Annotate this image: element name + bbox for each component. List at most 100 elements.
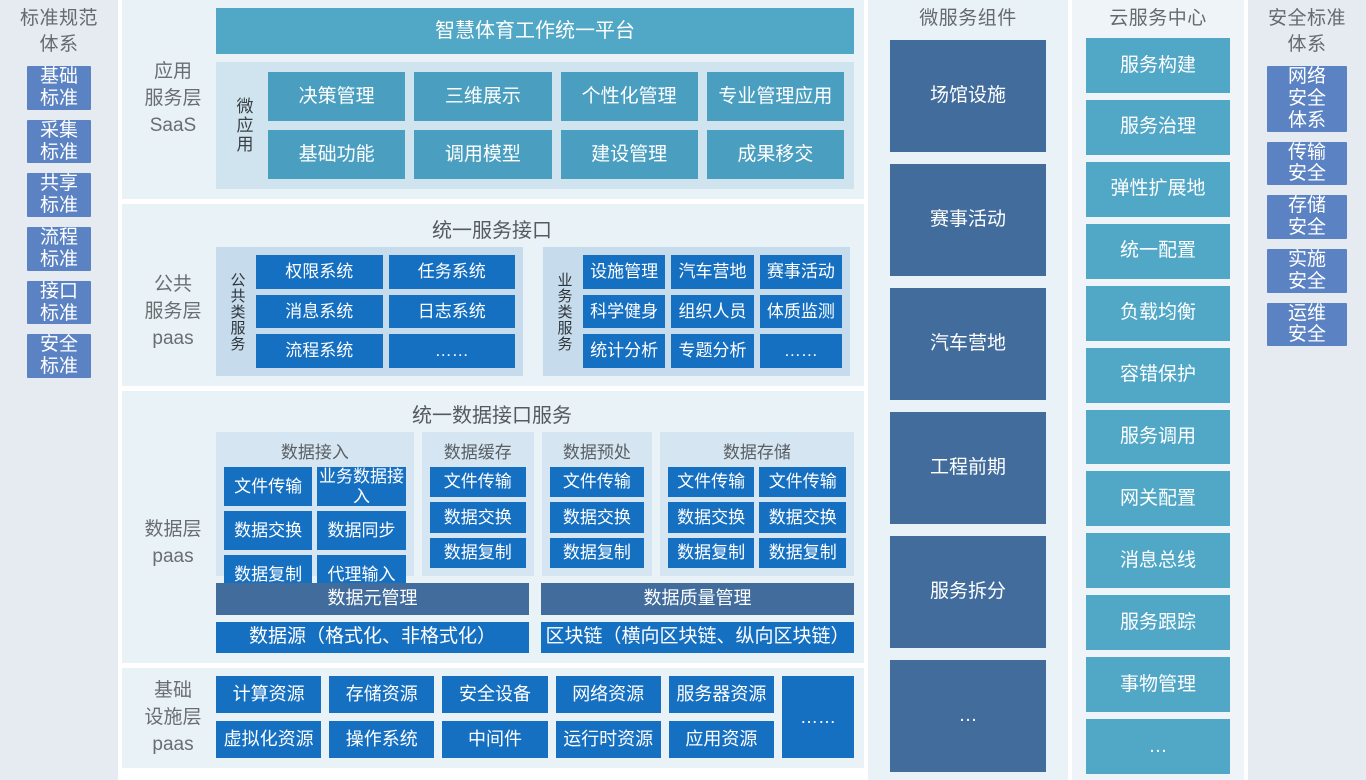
cache-file-transfer[interactable]: 文件传输 bbox=[429, 467, 526, 498]
infra-storage-resource[interactable]: 存储资源 bbox=[329, 676, 435, 713]
security-storage[interactable]: 存储 安全 bbox=[1267, 195, 1347, 239]
sidebar-item-process-standard[interactable]: 流程 标准 bbox=[27, 227, 91, 271]
security-operations[interactable]: 运维 安全 bbox=[1267, 302, 1347, 347]
service-statistical-analysis[interactable]: 统计分析 bbox=[583, 334, 666, 368]
storage-data-replication-1[interactable]: 数据复制 bbox=[667, 537, 755, 568]
infra-network-resource[interactable]: 网络资源 bbox=[555, 676, 661, 713]
service-scientific-fitness[interactable]: 科学健身 bbox=[583, 294, 666, 329]
label-line: 标准 bbox=[39, 248, 78, 270]
label-line: 接口 bbox=[39, 280, 78, 302]
cloud-message-bus[interactable]: 消息总线 bbox=[1086, 533, 1230, 589]
cloud-transaction-management[interactable]: 事物管理 bbox=[1086, 657, 1230, 713]
micro-more[interactable]: … bbox=[890, 660, 1046, 772]
infra-runtime-resource[interactable]: 运行时资源 bbox=[555, 721, 661, 758]
metadata-management[interactable]: 数据元管理 bbox=[216, 583, 529, 615]
cloud-elastic-scaling[interactable]: 弹性扩展地 bbox=[1086, 161, 1230, 217]
label-line: 设施层 bbox=[144, 706, 202, 728]
ingest-business-data[interactable]: 业务数据接入 bbox=[317, 467, 406, 507]
service-business-more[interactable]: …… bbox=[759, 334, 842, 368]
app-construction-management[interactable]: 建设管理 bbox=[560, 130, 698, 179]
cloud-load-balancing[interactable]: 负载均衡 bbox=[1086, 285, 1230, 341]
app-basic-function[interactable]: 基础功能 bbox=[268, 130, 406, 179]
ingest-data-exchange[interactable]: 数据交换 bbox=[224, 511, 313, 551]
business-service-grid: 设施管理 汽车营地 赛事活动 科学健身 组织人员 体质监测 统计分析 专题分析 … bbox=[583, 255, 842, 368]
sidebar-item-sharing-standard[interactable]: 共享 标准 bbox=[27, 173, 91, 218]
service-more[interactable]: …… bbox=[388, 334, 515, 368]
blockchain[interactable]: 区块链（横向区块链、纵向区块链） bbox=[541, 621, 854, 653]
microservice-column-title: 微服务组件 bbox=[919, 8, 1017, 29]
cloud-more[interactable]: … bbox=[1086, 719, 1230, 775]
preprocess-file-transfer[interactable]: 文件传输 bbox=[549, 467, 644, 498]
micro-event-activity[interactable]: 赛事活动 bbox=[890, 164, 1046, 276]
ingest-data-sync[interactable]: 数据同步 bbox=[317, 511, 406, 551]
data-source[interactable]: 数据源（格式化、非格式化） bbox=[216, 621, 529, 653]
service-process-system[interactable]: 流程系统 bbox=[256, 334, 383, 368]
cloud-unified-config[interactable]: 统一配置 bbox=[1086, 223, 1230, 279]
cloud-service-tracing[interactable]: 服务跟踪 bbox=[1086, 595, 1230, 651]
infra-operating-system[interactable]: 操作系统 bbox=[329, 721, 435, 758]
micro-project-preliminary[interactable]: 工程前期 bbox=[890, 412, 1046, 524]
app-professional-management[interactable]: 专业管理应用 bbox=[706, 72, 844, 121]
ingest-file-transfer[interactable]: 文件传输 bbox=[224, 467, 313, 507]
infra-middleware[interactable]: 中间件 bbox=[442, 721, 548, 758]
sidebar-item-collection-standard[interactable]: 采集 标准 bbox=[27, 119, 91, 164]
cloud-service-invocation[interactable]: 服务调用 bbox=[1086, 409, 1230, 465]
security-implementation[interactable]: 实施 安全 bbox=[1267, 248, 1347, 293]
cloud-gateway-config[interactable]: 网关配置 bbox=[1086, 471, 1230, 527]
storage-data-replication-2[interactable]: 数据复制 bbox=[759, 537, 846, 568]
cloud-fault-tolerance[interactable]: 容错保护 bbox=[1086, 347, 1230, 403]
storage-data-exchange-1[interactable]: 数据交换 bbox=[667, 502, 755, 533]
sidebar-item-basic-standard[interactable]: 基础 标准 bbox=[27, 66, 91, 110]
label-line: 传输 bbox=[1287, 141, 1326, 163]
cache-data-exchange[interactable]: 数据交换 bbox=[429, 502, 526, 533]
infra-security-device[interactable]: 安全设备 bbox=[442, 676, 548, 713]
preprocess-data-exchange[interactable]: 数据交换 bbox=[549, 502, 644, 533]
service-car-camp[interactable]: 汽车营地 bbox=[671, 255, 754, 289]
infrastructure-content: 计算资源 存储资源 安全设备 网络资源 服务器资源 虚拟化资源 操作系统 中间件… bbox=[216, 676, 854, 758]
app-3d-display[interactable]: 三维展示 bbox=[414, 72, 552, 121]
preprocess-data-replication[interactable]: 数据复制 bbox=[549, 537, 644, 568]
storage-data-exchange-2[interactable]: 数据交换 bbox=[759, 502, 846, 533]
service-task-system[interactable]: 任务系统 bbox=[388, 255, 515, 289]
infra-virtualization-resource[interactable]: 虚拟化资源 bbox=[216, 721, 322, 758]
label-line: 安全 bbox=[1287, 217, 1326, 239]
infra-server-resource[interactable]: 服务器资源 bbox=[668, 676, 774, 713]
label-line: 采集 bbox=[39, 119, 78, 141]
storage-file-transfer-2[interactable]: 文件传输 bbox=[759, 467, 846, 498]
data-cache-title: 数据缓存 bbox=[443, 443, 512, 462]
service-log-system[interactable]: 日志系统 bbox=[388, 294, 515, 329]
data-quality-management[interactable]: 数据质量管理 bbox=[541, 583, 854, 615]
micro-car-camp[interactable]: 汽车营地 bbox=[890, 288, 1046, 400]
service-facility-management[interactable]: 设施管理 bbox=[583, 255, 666, 289]
security-network-system[interactable]: 网络 安全 体系 bbox=[1267, 66, 1347, 132]
app-result-handover[interactable]: 成果移交 bbox=[706, 130, 844, 179]
cloud-service-build[interactable]: 服务构建 bbox=[1086, 38, 1230, 93]
right-sidebar-title-line-1: 安全标准 bbox=[1267, 8, 1346, 29]
app-personalized-management[interactable]: 个性化管理 bbox=[560, 72, 698, 121]
infra-compute-resource[interactable]: 计算资源 bbox=[216, 676, 322, 713]
infra-application-resource[interactable]: 应用资源 bbox=[668, 721, 774, 758]
service-physical-monitoring[interactable]: 体质监测 bbox=[759, 294, 842, 329]
micro-service-split[interactable]: 服务拆分 bbox=[890, 536, 1046, 648]
common-service-grid: 权限系统 任务系统 消息系统 日志系统 流程系统 …… bbox=[256, 255, 515, 368]
app-decision-management[interactable]: 决策管理 bbox=[268, 72, 406, 121]
right-sidebar: 安全标准 体系 网络 安全 体系 传输 安全 存储 安全 bbox=[1248, 0, 1366, 780]
sidebar-item-interface-standard[interactable]: 接口 标准 bbox=[27, 280, 91, 325]
service-topic-analysis[interactable]: 专题分析 bbox=[671, 334, 754, 368]
app-call-model[interactable]: 调用模型 bbox=[414, 130, 552, 179]
service-organization-personnel[interactable]: 组织人员 bbox=[671, 294, 754, 329]
micro-venue-facility[interactable]: 场馆设施 bbox=[890, 40, 1046, 152]
label-line: 网络 bbox=[1287, 66, 1326, 87]
service-message-system[interactable]: 消息系统 bbox=[256, 294, 383, 329]
application-service-layer: 应用 服务层 SaaS 智慧体育工作统一平台 微应用 决策管理 三维展示 个性化… bbox=[122, 0, 864, 199]
service-event-activity[interactable]: 赛事活动 bbox=[759, 255, 842, 289]
label-line: 流程 bbox=[39, 227, 78, 249]
sidebar-item-security-standard[interactable]: 安全 标准 bbox=[27, 334, 91, 379]
storage-file-transfer-1[interactable]: 文件传输 bbox=[667, 467, 755, 498]
service-permission-system[interactable]: 权限系统 bbox=[256, 255, 383, 289]
security-transmission[interactable]: 传输 安全 bbox=[1267, 141, 1347, 186]
cloud-service-governance[interactable]: 服务治理 bbox=[1086, 99, 1230, 155]
cache-data-replication[interactable]: 数据复制 bbox=[429, 537, 526, 568]
right-sidebar-list: 网络 安全 体系 传输 安全 存储 安全 实施 bbox=[1248, 66, 1366, 780]
infra-more[interactable]: …… bbox=[782, 676, 854, 758]
